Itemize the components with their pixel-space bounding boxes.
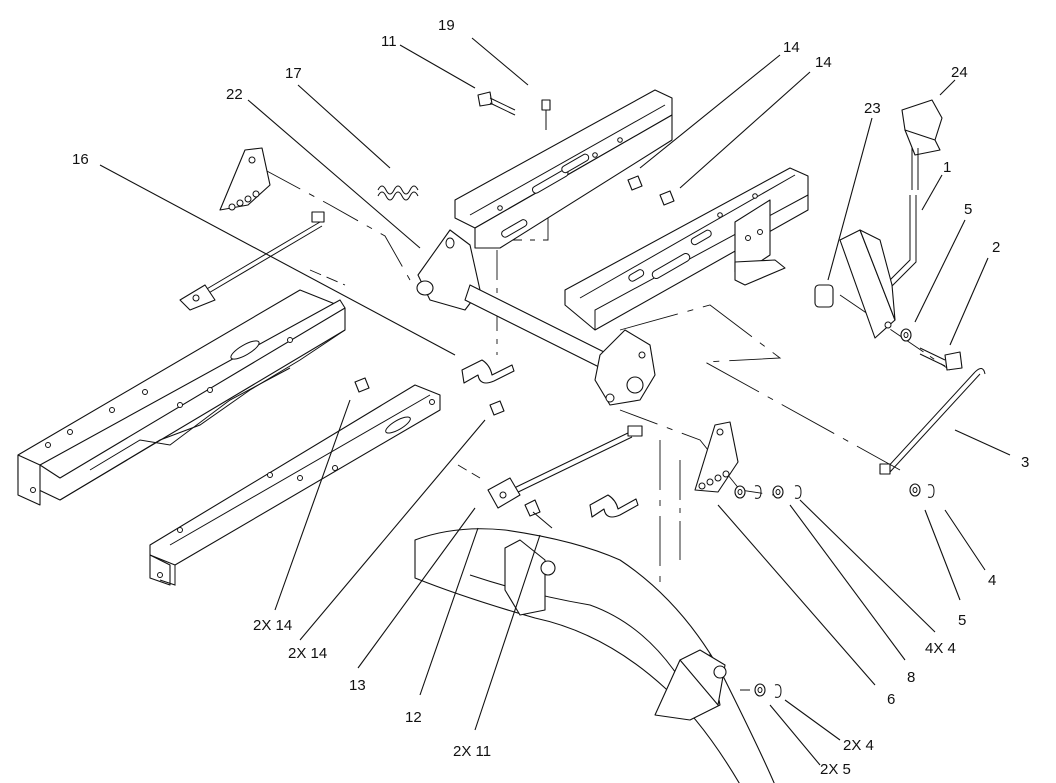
cross-shaft-assembly [416,229,656,406]
callout-17: 17 [285,65,302,82]
callout-3: 3 [1021,454,1029,471]
lower-frame [414,528,775,783]
callout-14-right: 14 [815,54,832,71]
callout-4x4: 4X 4 [925,640,956,657]
upper-slotted-channel [454,89,673,249]
callout-5-lower: 5 [958,612,966,629]
right-bracket-plate [694,421,739,493]
washers-clips [734,483,935,698]
callout-14-upper: 14 [783,39,800,56]
clamp-brackets [461,359,639,518]
callout-2: 2 [992,239,1000,256]
bolts-and-nuts [354,91,675,416]
callout-12: 12 [405,709,422,726]
callout-4: 4 [988,572,996,589]
callout-labels: 19 11 14 14 24 17 22 23 1 16 5 2 3 4 5 4… [72,17,1029,778]
callout-2x5: 2X 5 [820,761,851,778]
pivot-bracket-plate [219,147,271,211]
callout-8: 8 [907,669,915,686]
callout-11: 11 [381,33,397,50]
callout-2x11: 2X 11 [453,743,491,760]
callout-19: 19 [438,17,455,34]
long-link-rod [879,368,986,475]
callout-24: 24 [951,64,968,81]
spring-part [377,185,419,201]
lower-channel-rail [149,384,441,586]
callout-16: 16 [72,151,89,168]
shift-lever [814,99,943,339]
callout-5-upper: 5 [964,201,972,218]
left-threaded-rod [179,211,325,311]
lower-link-rod [487,425,643,529]
bolt-2-washer-5 [900,328,963,371]
callout-2x14-left: 2X 14 [253,617,292,634]
callout-13: 13 [349,677,366,694]
left-channel-rail [17,289,346,506]
callout-23: 23 [864,100,881,117]
right-slotted-channel [564,167,809,331]
callout-22: 22 [226,86,243,103]
callout-1: 1 [943,159,951,176]
callout-6: 6 [887,691,895,708]
callout-2x4: 2X 4 [843,737,874,754]
leader-lines [99,37,1011,766]
callout-2x14-right: 2X 14 [288,645,327,662]
